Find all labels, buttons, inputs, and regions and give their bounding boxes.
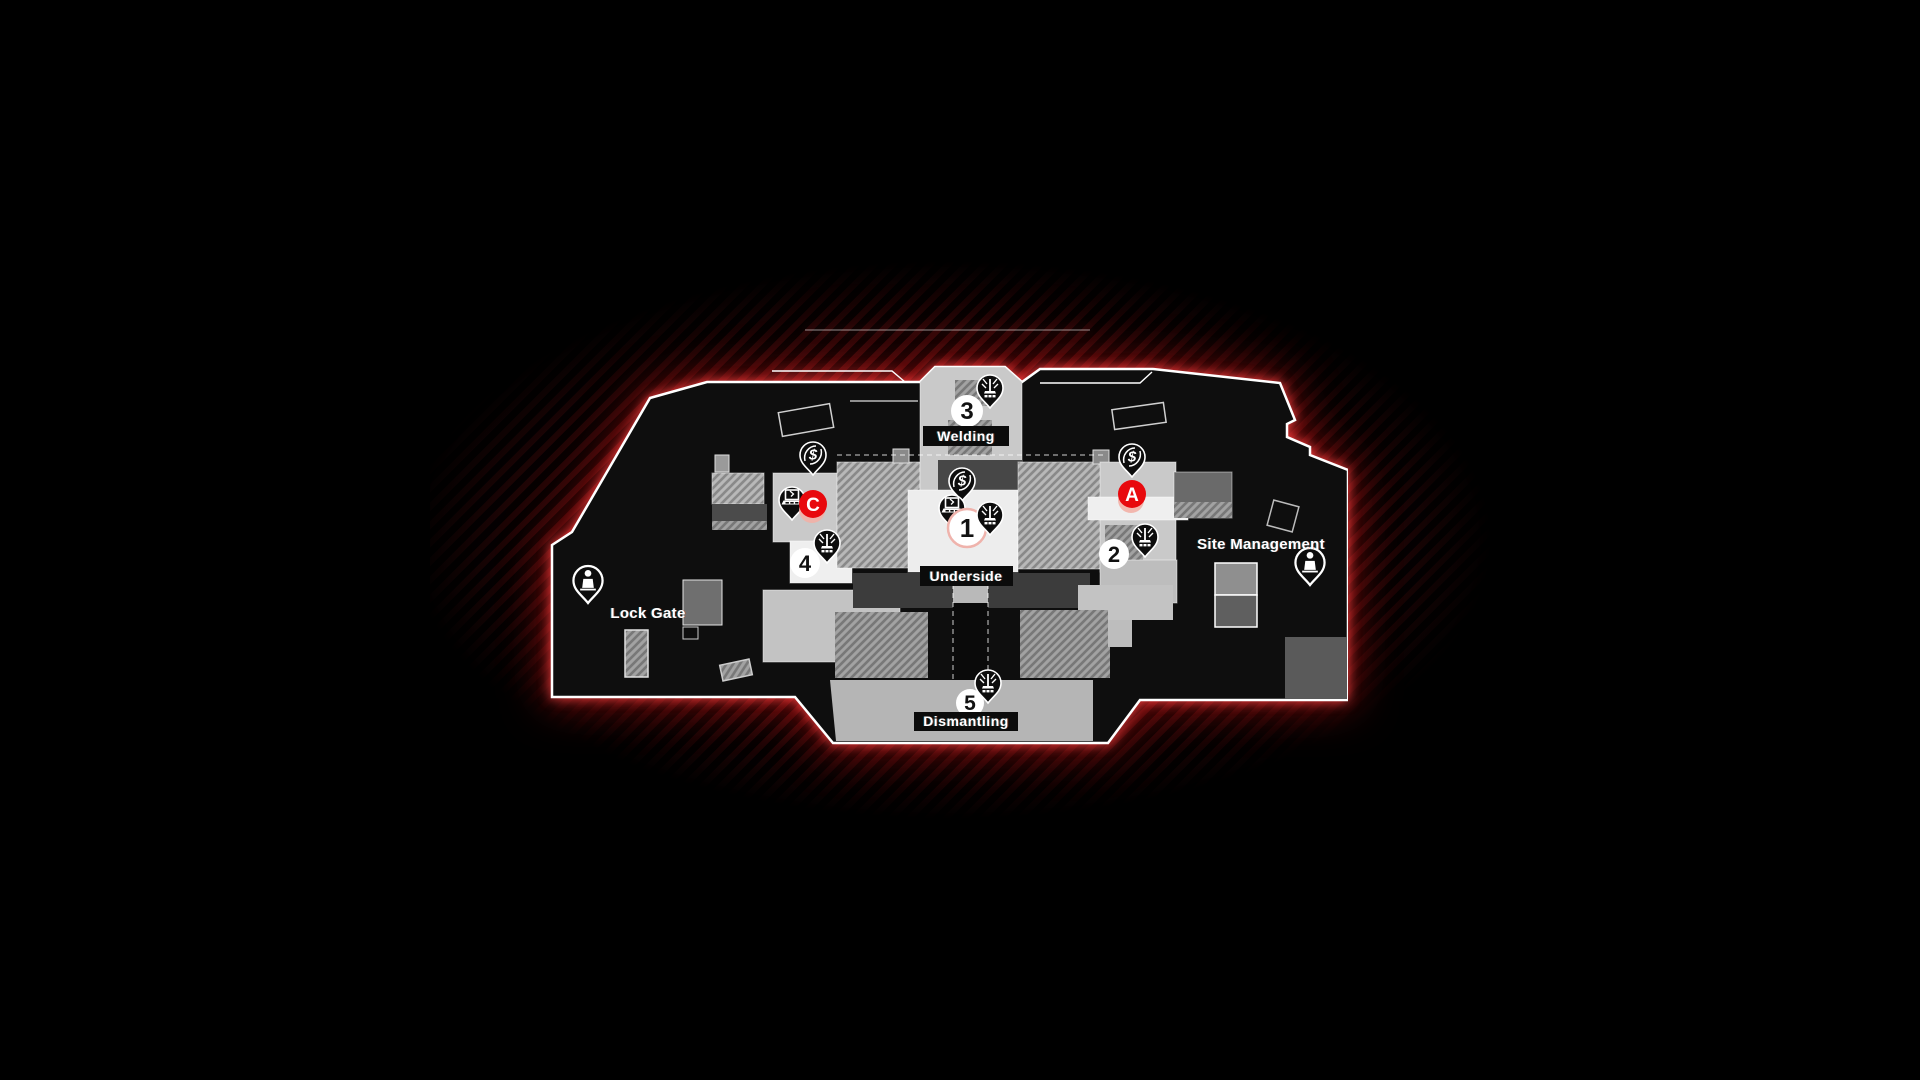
objective-marker-a: A (1118, 480, 1146, 513)
svg-text:Underside: Underside (930, 568, 1003, 584)
label-underside: Underside (920, 566, 1013, 586)
svg-text:Dismantling: Dismantling (923, 713, 1009, 729)
label-dismantling: Dismantling (914, 712, 1018, 731)
svg-text:Welding: Welding (937, 428, 995, 444)
objective-marker-c: C (799, 490, 827, 523)
label-site-management: Site Management (1197, 536, 1325, 553)
hardpoint-marker-3: 3 (951, 395, 983, 427)
label-welding: Welding (923, 426, 1009, 446)
svg-text:4: 4 (799, 551, 812, 576)
label-lock-gate: Lock Gate (610, 605, 685, 622)
deco-edge-right (1040, 371, 1153, 384)
hardpoint-marker-4: 4 (790, 548, 820, 578)
svg-text:A: A (1125, 485, 1139, 506)
svg-text:C: C (806, 495, 820, 516)
deco-edge-left (772, 370, 906, 383)
hardpoint-marker-5: 5 (956, 689, 984, 717)
tactical-map: $ (550, 329, 1348, 745)
svg-text:2: 2 (1108, 542, 1120, 567)
svg-text:5: 5 (964, 692, 976, 715)
svg-text:1: 1 (960, 513, 974, 543)
svg-text:3: 3 (960, 398, 973, 425)
hardpoint-marker-2: 2 (1099, 539, 1129, 569)
hardpoint-marker-1: 1 (946, 507, 988, 549)
